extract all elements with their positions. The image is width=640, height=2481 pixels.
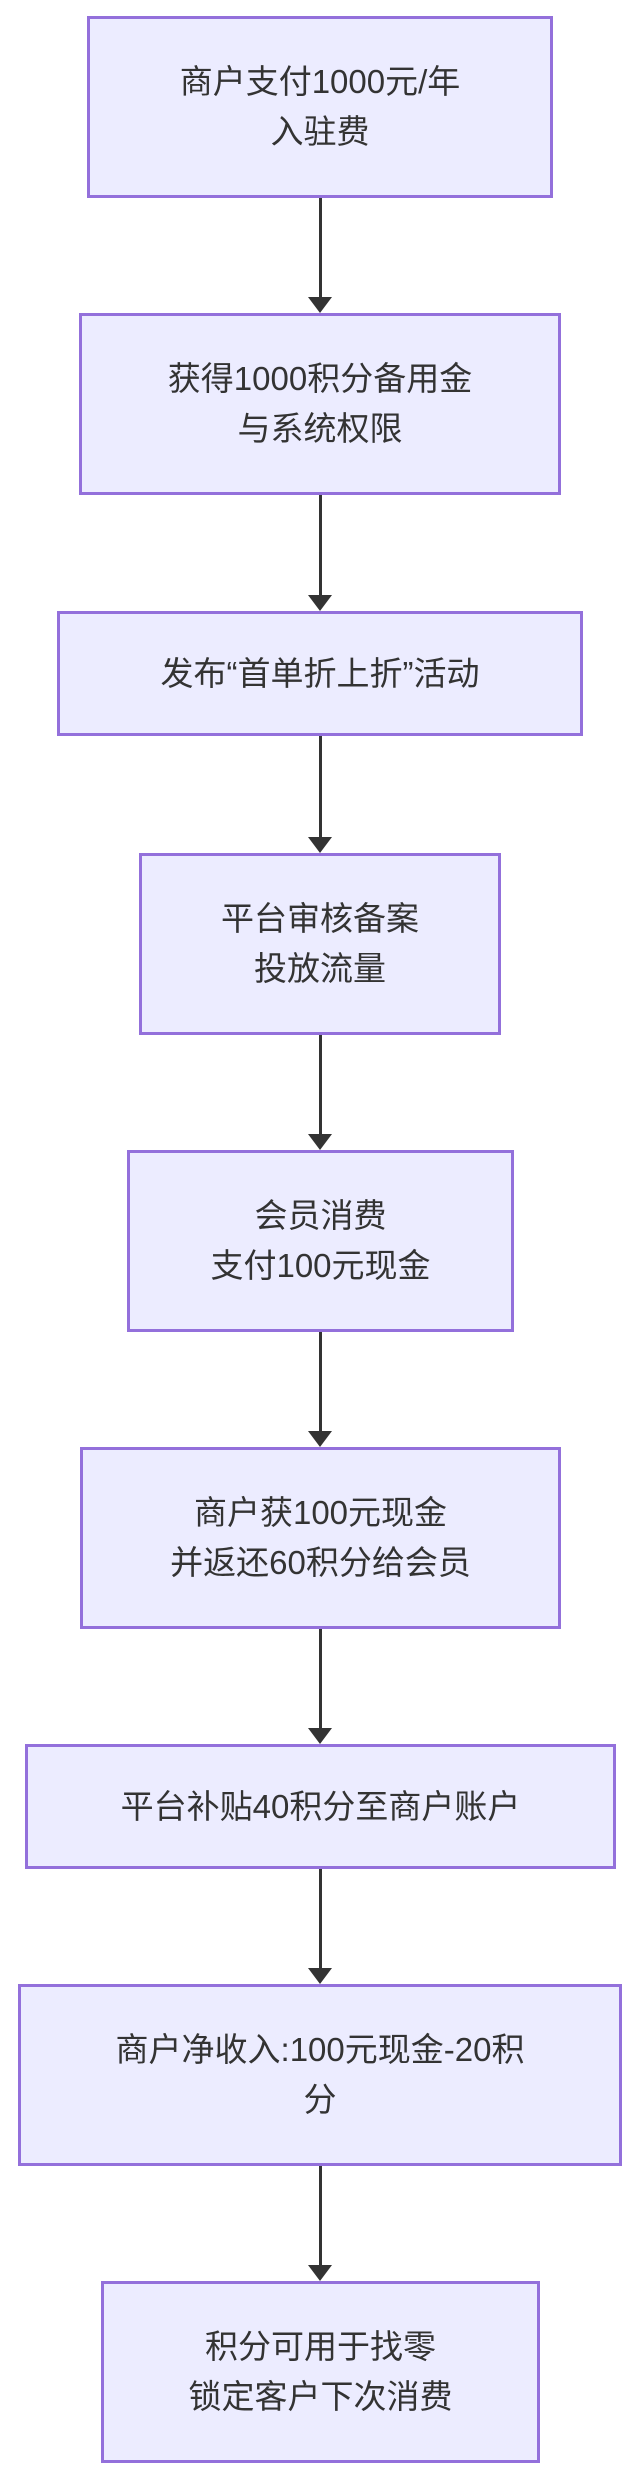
flow-node-merchant-pays-entry-fee: 商户支付1000元/年 入驻费 — [87, 16, 553, 198]
connector-line — [318, 1629, 322, 1728]
flow-node-platform-subsidy-to-merchant: 平台补贴40积分至商户账户 — [25, 1744, 616, 1869]
node-text-line: 与系统权限 — [237, 410, 403, 447]
flow-connector — [308, 198, 332, 313]
node-text-line: 商户支付1000元/年 — [179, 63, 461, 100]
node-text-line: 会员消费 — [254, 1197, 387, 1234]
node-text-line: 商户净收入:100元现金-20积 — [115, 2031, 525, 2068]
node-text-line: 平台补贴40积分至商户账户 — [120, 1787, 521, 1825]
flow-node-receive-points-and-system-access: 获得1000积分备用金 与系统权限 — [79, 313, 561, 495]
node-text-line: 平台审核备案 — [221, 900, 419, 937]
node-text-line: 商户获100元现金 — [193, 1494, 448, 1531]
flow-connector — [308, 1629, 332, 1744]
flow-node-points-for-change-lock-customers: 积分可用于找零 锁定客户下次消费 — [101, 2281, 540, 2463]
connector-line — [318, 2166, 322, 2265]
flow-connector — [308, 736, 332, 853]
connector-line — [318, 1035, 322, 1134]
connector-line — [318, 198, 322, 297]
flow-connector — [308, 2166, 332, 2281]
arrow-down-icon — [308, 2265, 332, 2281]
arrow-down-icon — [308, 297, 332, 313]
flow-node-platform-review-and-traffic: 平台审核备案 投放流量 — [139, 853, 501, 1035]
node-text-line: 获得1000积分备用金 — [167, 360, 473, 397]
flow-node-merchant-net-income: 商户净收入:100元现金-20积 分 — [18, 1984, 622, 2166]
node-text-line: 分 — [303, 2081, 337, 2118]
node-text-line: 积分可用于找零 — [205, 2328, 436, 2365]
flow-node-member-consumption-pays-cash: 会员消费 支付100元现金 — [127, 1150, 514, 1332]
flow-connector — [308, 495, 332, 611]
flow-connector — [308, 1332, 332, 1447]
node-text-line: 发布“首单折上折”活动 — [160, 654, 480, 692]
arrow-down-icon — [308, 595, 332, 611]
flow-node-merchant-gets-cash-returns-points: 商户获100元现金 并返还60积分给会员 — [80, 1447, 561, 1629]
arrow-down-icon — [308, 1968, 332, 1984]
flow-connector — [308, 1869, 332, 1984]
node-text-line: 投放流量 — [254, 950, 386, 987]
flow-node-publish-first-order-discount-promo: 发布“首单折上折”活动 — [57, 611, 583, 736]
arrow-down-icon — [308, 837, 332, 853]
arrow-down-icon — [308, 1431, 332, 1447]
node-text-line: 并返还60积分给会员 — [170, 1544, 471, 1581]
connector-line — [318, 495, 322, 595]
connector-line — [318, 736, 322, 837]
node-text-line: 锁定客户下次消费 — [188, 2378, 453, 2415]
node-text-line: 入驻费 — [270, 113, 370, 150]
node-text-line: 支付100元现金 — [210, 1247, 431, 1284]
flow-connector — [308, 1035, 332, 1150]
connector-line — [318, 1869, 322, 1968]
arrow-down-icon — [308, 1728, 332, 1744]
arrow-down-icon — [308, 1134, 332, 1150]
connector-line — [318, 1332, 322, 1431]
